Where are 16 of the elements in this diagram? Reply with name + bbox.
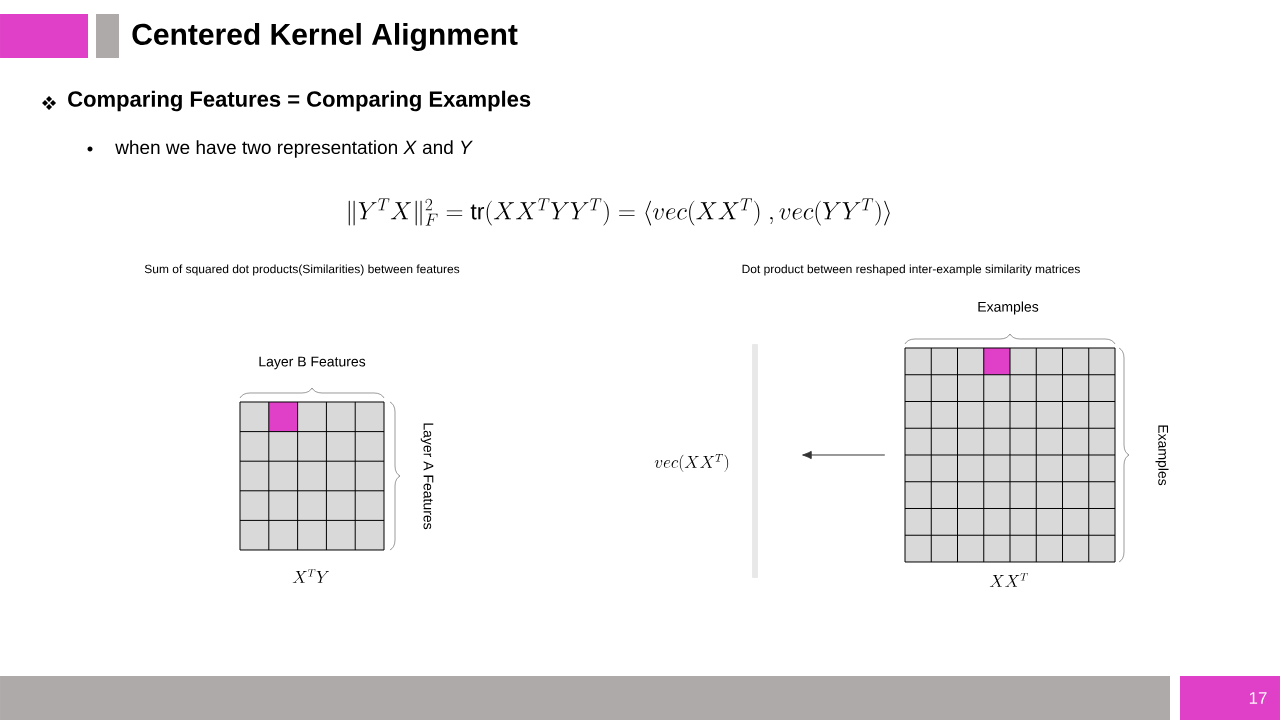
axis-label: Examples	[978, 301, 1039, 315]
heading: Comparing Features = Comparing Examples	[68, 90, 531, 112]
axis-label: Layer A Features	[420, 423, 434, 530]
page-number: 17	[1180, 676, 1280, 720]
matrix-label: $XX^T$	[989, 573, 1028, 587]
vector-label: $vec(XX^T)$	[654, 454, 729, 473]
slide-title: Centered Kernel Alignment	[132, 22, 518, 52]
arrow	[802, 450, 886, 460]
matrix-label: $X^TY$	[292, 569, 330, 583]
axis-label: Layer B Features	[259, 356, 366, 370]
matrix-grid	[904, 347, 1116, 563]
equation: $\|Y^TX\|_F^2 = \mathrm{tr}(XX^TYY^T) = \langle vec(XX^T)\ ,vec(YY^T)\rangle$	[348, 198, 890, 226]
caption: Dot product between reshaped inter-example similarity matrices	[742, 264, 1080, 276]
axis-label: Examples	[1155, 425, 1169, 486]
bullet-text: when we have two representation X and Y	[115, 140, 473, 158]
caption: Sum of squared dot products(Similarities) between features	[144, 264, 460, 276]
